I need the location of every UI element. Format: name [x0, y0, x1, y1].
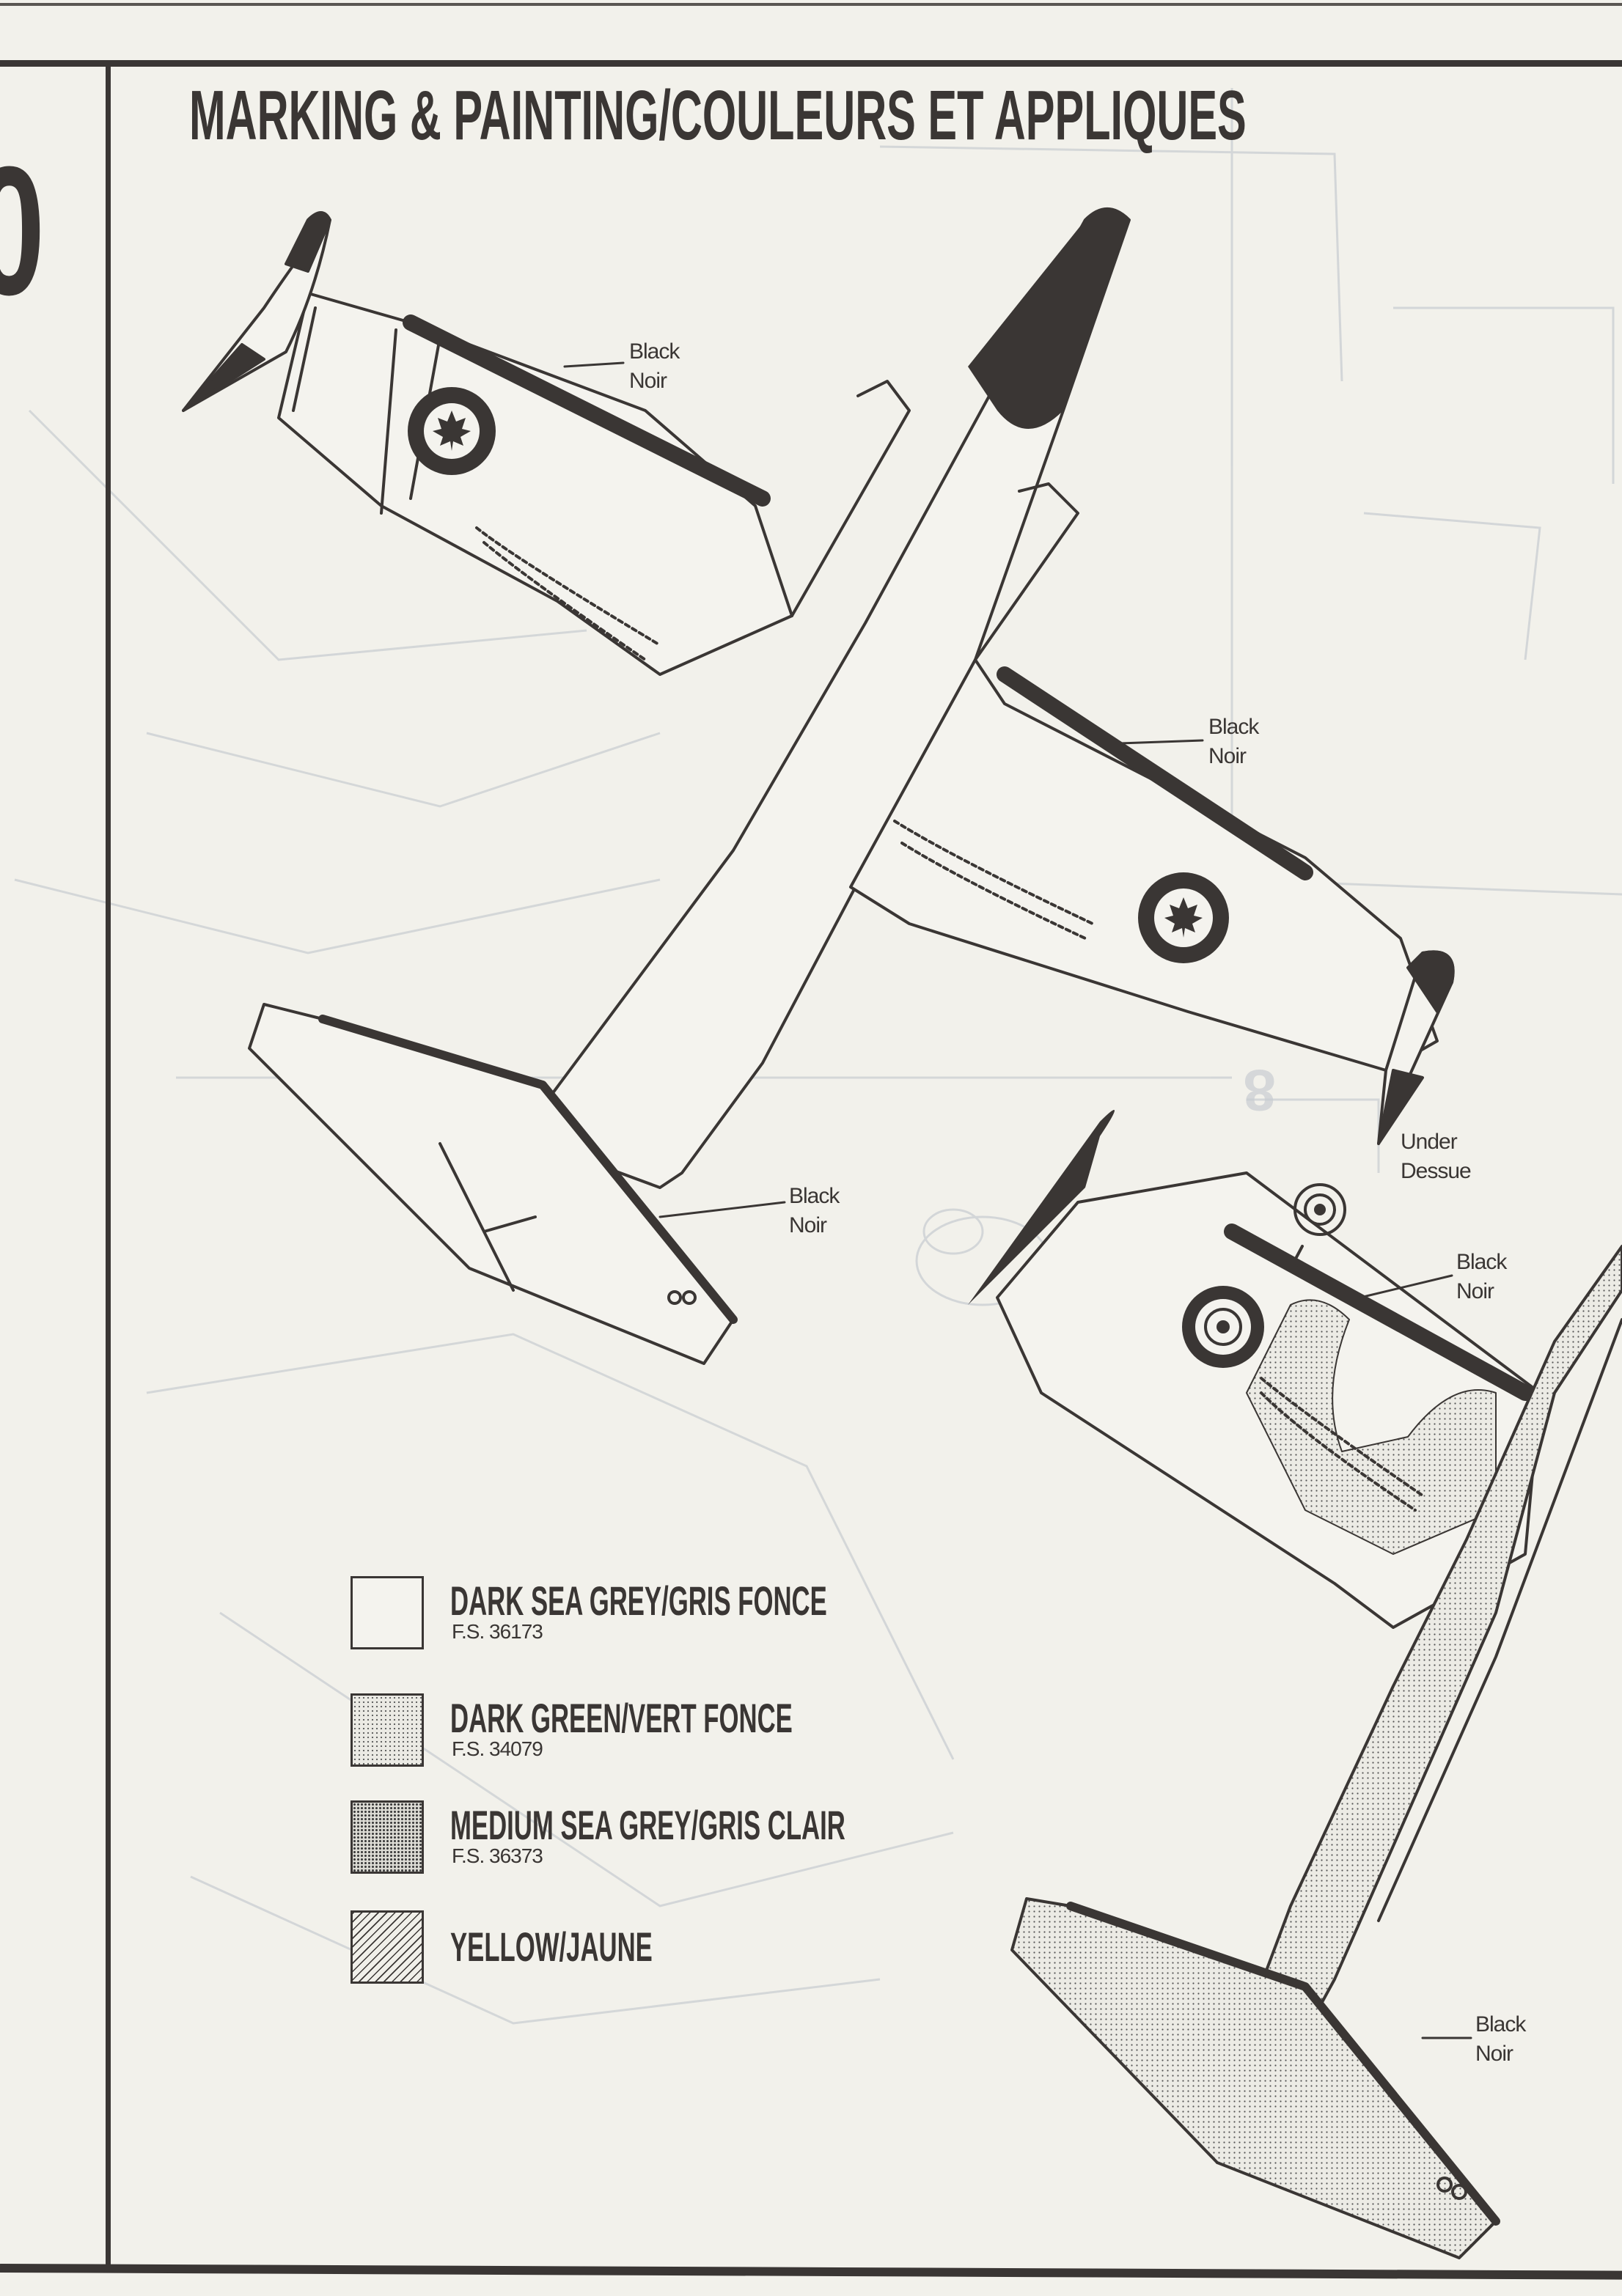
legend-item-dark-green: DARK GREEN/VERT FONCE F.S. 34079 [351, 1693, 937, 1774]
aircraft-top-view-1 [182, 207, 1455, 1365]
aircraft-top-view-2-camouflage [968, 1110, 1622, 2259]
left-column-divider [106, 60, 111, 2268]
port-wing [277, 292, 793, 676]
top-edge-rule [0, 3, 1622, 6]
target-roundel-under [1286, 1183, 1346, 1270]
swatch-plain [351, 1576, 424, 1649]
top-border-rule [0, 60, 1622, 67]
legend-item-medium-sea-grey: MEDIUM SEA GREY/GRIS CLAIR F.S. 36373 [351, 1800, 937, 1881]
callout-leader-5 [1359, 1274, 1453, 1299]
callout-leader-1 [563, 361, 625, 368]
target-roundel-wing [1182, 1286, 1264, 1368]
legend-item-yellow: YELLOW/JAUNE [351, 1910, 937, 1991]
swatch-dark-dots [351, 1800, 424, 1874]
maple-leaf-roundel-starboard [1138, 872, 1229, 963]
page-title: MARKING & PAINTING/COULEURS ET APPLIQUES [189, 76, 1247, 155]
callout-leader-2 [1098, 739, 1204, 746]
camouflaged-tailplane [1010, 1897, 1497, 2259]
callout-leader-3 [658, 1201, 786, 1218]
legend-item-dark-sea-grey: DARK SEA GREY/GRIS FONCE F.S. 36173 [351, 1576, 937, 1657]
nose-black-panel [968, 209, 1129, 429]
swatch-light-dots [351, 1693, 424, 1767]
swatch-hatch [351, 1910, 424, 1984]
maple-leaf-roundel-port [408, 387, 496, 475]
side-tab-fragment: 0 [0, 139, 45, 323]
